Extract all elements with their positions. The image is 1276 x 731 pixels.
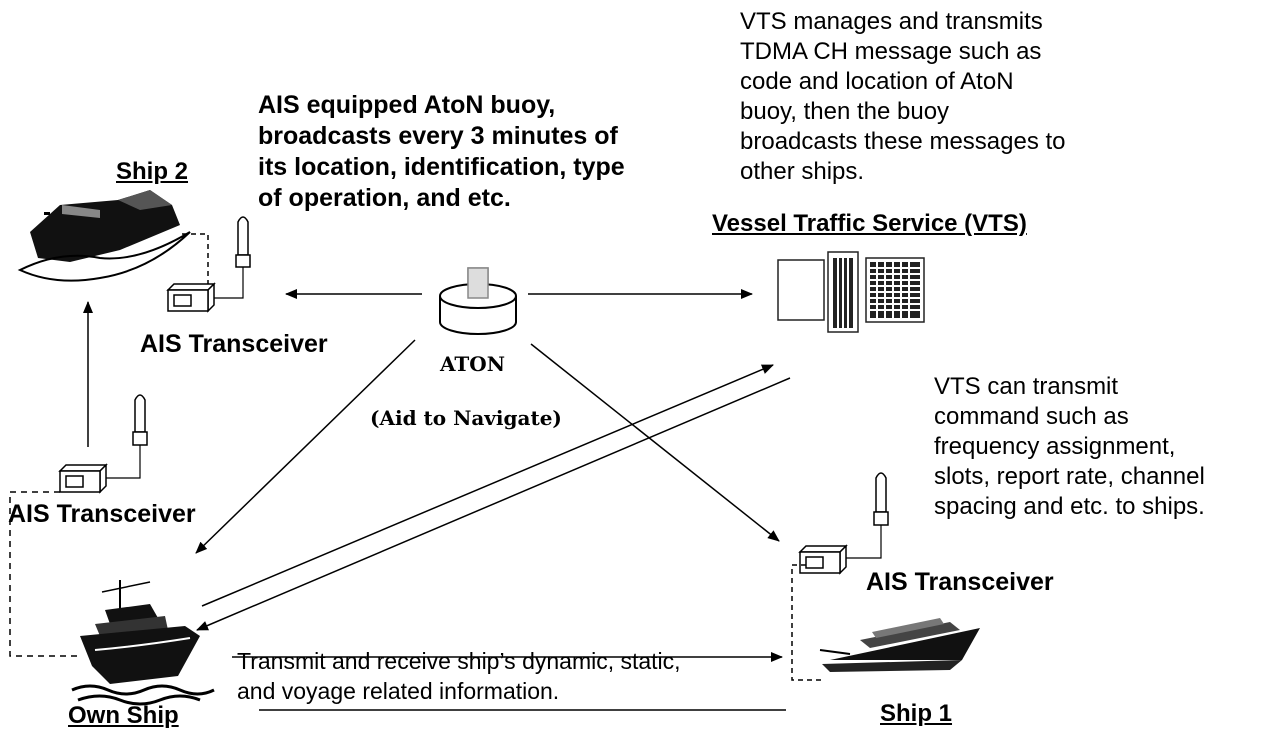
arrow-aton-to-ship1 xyxy=(530,343,780,542)
aton-label: ATON xyxy=(440,352,506,376)
ship2-antenna-icon xyxy=(214,216,251,299)
aton-sub-label: (Aid to Navigate) xyxy=(370,406,562,430)
ship1-transceiver-label: AIS Transceiver xyxy=(866,568,1054,596)
own-ship-label: Own Ship xyxy=(68,702,179,729)
ship1-antenna-icon xyxy=(846,472,889,559)
vts-building-icon xyxy=(777,251,925,333)
vts-label: Vessel Traffic Service (VTS) xyxy=(712,210,1027,237)
vts-command-note-line: spacing and etc. to ships. xyxy=(934,493,1205,520)
ship1-icon xyxy=(819,618,980,672)
own-transceiver-label: AIS Transceiver xyxy=(8,500,196,528)
vts-note: VTS manages and transmits TDMA CH messag… xyxy=(740,7,1066,187)
arrow-aton-to-own xyxy=(195,339,416,554)
own-transceiver-icon xyxy=(58,463,108,494)
vts-command-note-line: frequency assignment, xyxy=(934,433,1176,460)
arrow-own-to-vts xyxy=(201,364,774,607)
vts-note-line: other ships. xyxy=(740,158,865,185)
vts-note-line: TDMA CH message such as xyxy=(740,38,1042,65)
vts-command-note: VTS can transmit command such as frequen… xyxy=(934,372,1205,522)
aton-buoy-icon xyxy=(439,267,517,335)
vts-note-line: VTS manages and transmits xyxy=(740,8,1043,35)
vts-command-note-line: command such as xyxy=(934,403,1129,430)
vts-command-note-line: slots, report rate, channel xyxy=(934,463,1205,490)
link-note-line: Transmit and receive ship’s dynamic, sta… xyxy=(237,648,681,674)
link-note-line: and voyage related information. xyxy=(237,678,560,704)
vts-note-line: buoy, then the buoy xyxy=(740,98,950,125)
own-ship-icon xyxy=(71,580,215,706)
aton-note-line: its location, identification, type xyxy=(258,153,625,181)
vts-note-line: broadcasts these messages to xyxy=(740,128,1066,155)
ship2-label: Ship 2 xyxy=(116,158,189,185)
vts-command-note-line: VTS can transmit xyxy=(934,373,1119,400)
vts-note-line: code and location of AtoN xyxy=(740,68,1014,95)
ship2-icon xyxy=(17,190,191,282)
own-antenna-icon xyxy=(106,394,148,479)
arrow-vts-to-own xyxy=(196,377,791,631)
own-dashed-link xyxy=(9,491,80,657)
aton-note-line: broadcasts every 3 minutes of xyxy=(258,122,618,150)
aton-note-line: of operation, and etc. xyxy=(258,184,511,212)
aton-note-line: AIS equipped AtoN buoy, xyxy=(258,91,556,119)
ship1-label: Ship 1 xyxy=(880,700,953,727)
ship2-transceiver-icon xyxy=(166,282,216,313)
ship1-transceiver-icon xyxy=(798,544,848,575)
ship2-dashed-link xyxy=(182,233,209,284)
aton-note: AIS equipped AtoN buoy, broadcasts every… xyxy=(258,90,625,214)
link-note: Transmit and receive ship’s dynamic, sta… xyxy=(237,646,681,706)
ship2-transceiver-label: AIS Transceiver xyxy=(140,330,328,358)
ship1-dashed-link xyxy=(791,564,822,681)
